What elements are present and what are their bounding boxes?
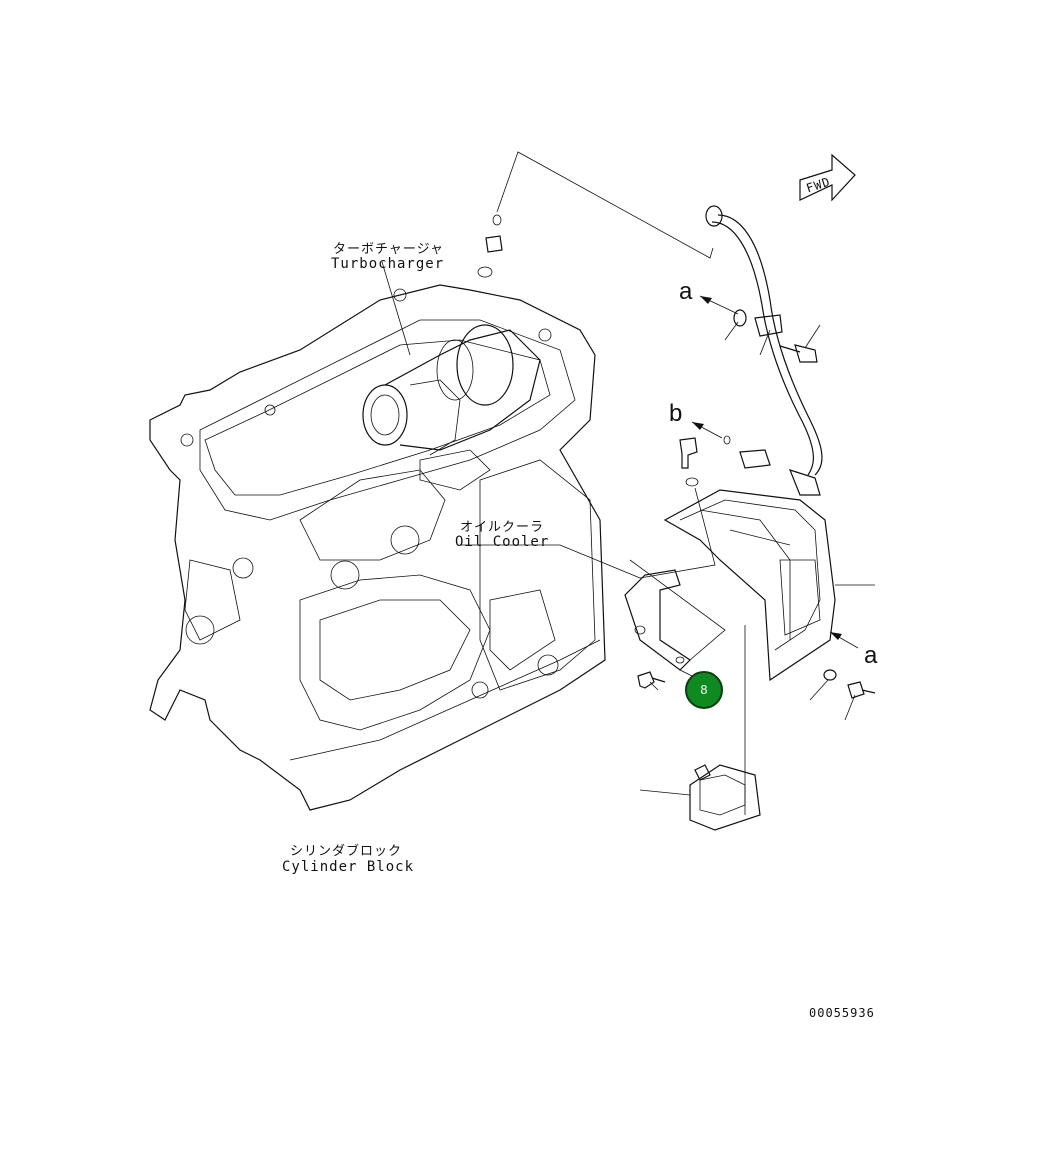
- turbocharger-label-en: Turbocharger: [331, 256, 445, 272]
- reference-arrows: [691, 295, 859, 649]
- part-callout-8[interactable]: 8: [685, 671, 723, 709]
- leader-lines: [381, 151, 875, 815]
- oil-pipe-drawing: [705, 205, 823, 496]
- lower-bracket-drawing: [689, 764, 761, 831]
- bolts-drawing: [637, 669, 876, 699]
- cylinder-block-label-jp: シリンダブロック: [290, 844, 403, 859]
- oil-cooler-label-jp: オイルクーラ: [460, 520, 545, 535]
- bracket-drawing: [624, 569, 691, 671]
- fwd-arrow-icon: [799, 153, 856, 202]
- oil-cooler-label-en: Oil Cooler: [455, 534, 550, 550]
- ref-a-label-top: a: [679, 278, 693, 305]
- cylinder-block-drawing: [149, 284, 606, 811]
- fittings-drawing: [477, 214, 699, 487]
- heat-shield-drawing: [663, 489, 836, 682]
- turbocharger-label-jp: ターボチャージャ: [333, 242, 444, 257]
- drawing-number: 00055936: [809, 1006, 875, 1020]
- ref-a-label-right: a: [864, 642, 878, 669]
- cylinder-block-label-en: Cylinder Block: [282, 859, 415, 875]
- turbocharger-drawing: [362, 324, 541, 491]
- ref-b-label: b: [669, 400, 683, 427]
